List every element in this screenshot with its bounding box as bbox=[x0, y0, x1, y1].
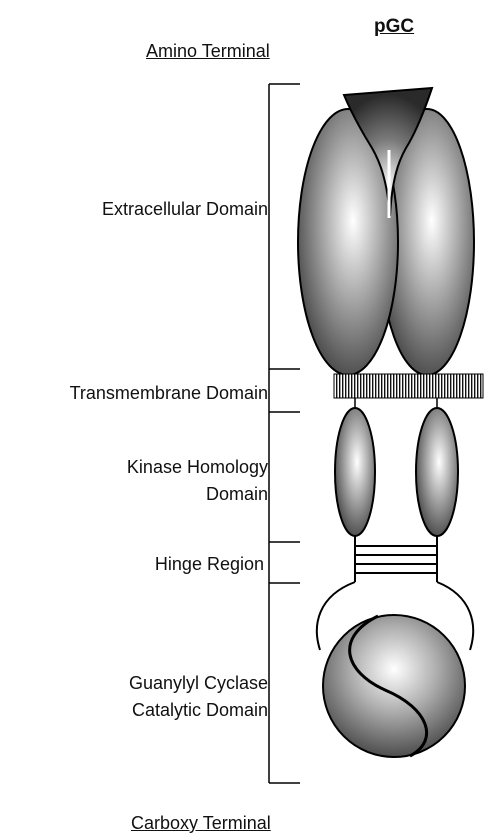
kinase-lobe-left bbox=[335, 408, 375, 536]
kinase-lobe-right bbox=[416, 408, 458, 536]
transmembrane-band bbox=[334, 374, 483, 398]
transmembrane-domain-shape bbox=[334, 374, 483, 408]
extracellular-domain-shape bbox=[298, 88, 474, 375]
domain-bracket bbox=[269, 84, 300, 783]
guanylyl-cyclase-domain-shape bbox=[323, 615, 465, 757]
cyclase-sphere bbox=[323, 615, 465, 757]
kinase-homology-domain-shape bbox=[335, 408, 458, 536]
